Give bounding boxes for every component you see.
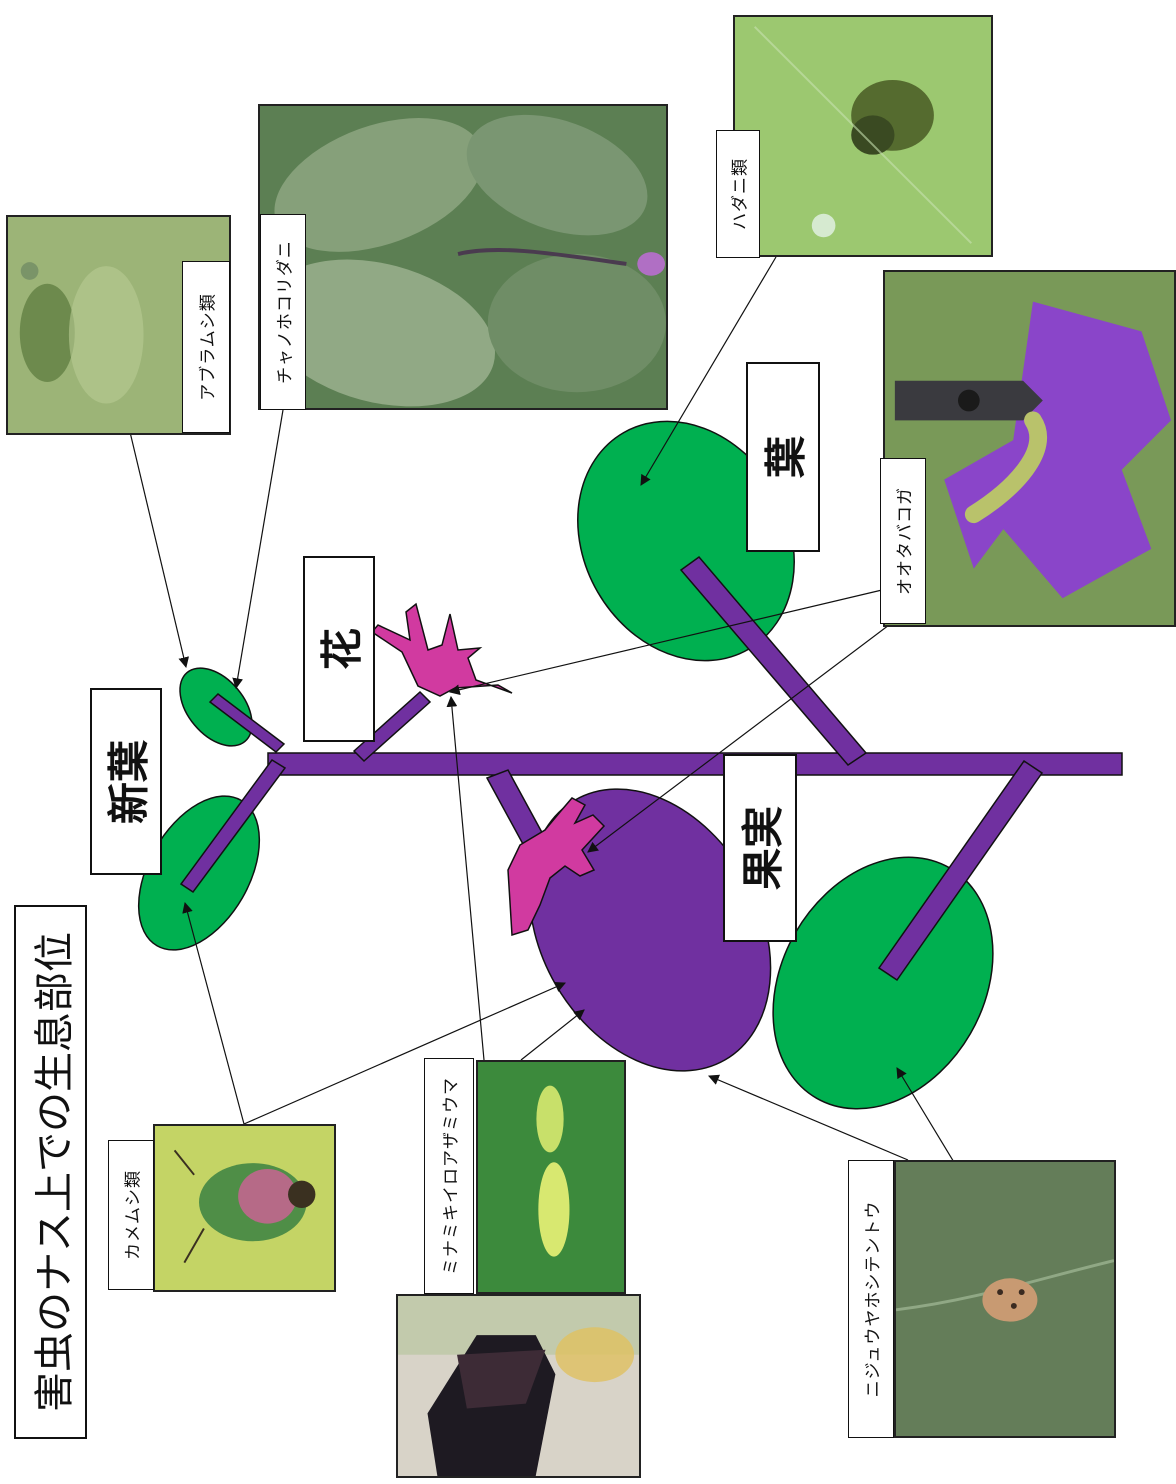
- pest-label-spider-mite: ハダニ類: [716, 130, 760, 258]
- stink-bug-photo: [153, 1124, 336, 1292]
- part-label-new-leaf: 新葉: [90, 688, 162, 875]
- ladybird-photo: [894, 1160, 1116, 1438]
- part-label-flower: 花: [303, 556, 375, 742]
- pest-label-thrips: ミナミキイロアザミウマ: [424, 1058, 474, 1294]
- pest-label-ladybird: ニジュウヤホシテントウ: [848, 1160, 894, 1438]
- arrow-icon: [451, 697, 484, 1060]
- diagram-title: 害虫のナス上での生息部位: [14, 905, 87, 1439]
- arrow-icon: [521, 1010, 584, 1060]
- budworm-photo: [883, 270, 1176, 627]
- title-text: 害虫のナス上での生息部位: [22, 932, 80, 1412]
- fruit-calyx-photo: [396, 1294, 641, 1478]
- part-label-fruit: 果実: [723, 754, 797, 942]
- pest-label-aphid: アブラムシ類: [182, 261, 230, 433]
- broad-mite-photo: [258, 104, 668, 410]
- spider-mite-photo: [733, 15, 993, 257]
- thrips-photo: [476, 1060, 626, 1294]
- pest-label-tobacco-budworm: オオタバコガ: [880, 458, 926, 624]
- arrow-icon: [236, 410, 283, 688]
- pest-label-broad-mite: チャノホコリダニ: [260, 214, 306, 410]
- arrow-icon: [185, 903, 244, 1124]
- arrow-icon: [130, 432, 186, 667]
- part-label-leaf: 葉: [746, 362, 820, 552]
- pest-label-stink-bug: カメムシ類: [108, 1140, 154, 1290]
